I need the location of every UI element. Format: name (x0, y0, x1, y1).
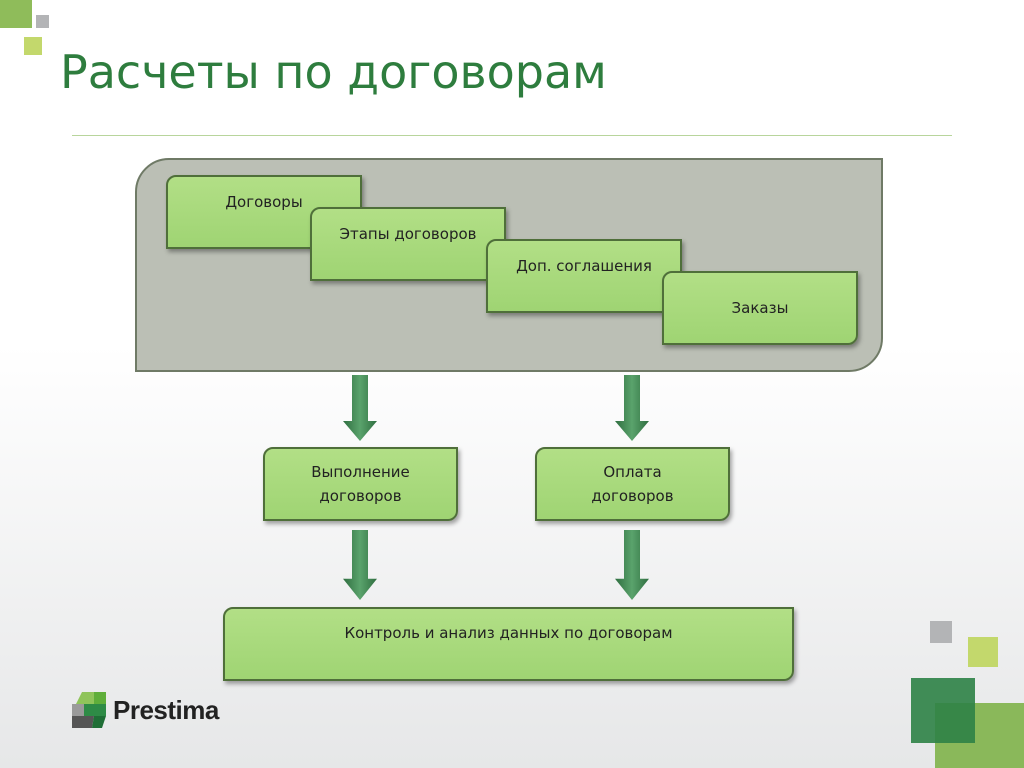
arrow-down-icon (615, 375, 649, 441)
decor-square (930, 621, 952, 643)
decor-square (911, 678, 975, 743)
box-orders: Заказы (662, 271, 858, 345)
box-stages: Этапы договоров (310, 207, 506, 281)
box-addenda: Доп. соглашения (486, 239, 682, 313)
arrow-down-icon (343, 375, 377, 441)
title-divider (72, 135, 952, 136)
decor-square (36, 15, 49, 28)
prestima-logo-text: Prestima (113, 695, 219, 725)
box-control: Контроль и анализ данных по договорам (223, 607, 794, 681)
page-title: Расчеты по договорам (60, 45, 607, 99)
box-payment: Оплата договоров (535, 447, 730, 521)
arrow-down-icon (615, 530, 649, 600)
prestima-logo-icon (72, 692, 106, 728)
decor-square (24, 37, 42, 55)
arrow-down-icon (343, 530, 377, 600)
decor-square (968, 637, 998, 667)
box-execution: Выполнение договоров (263, 447, 458, 521)
decor-square (0, 0, 32, 28)
